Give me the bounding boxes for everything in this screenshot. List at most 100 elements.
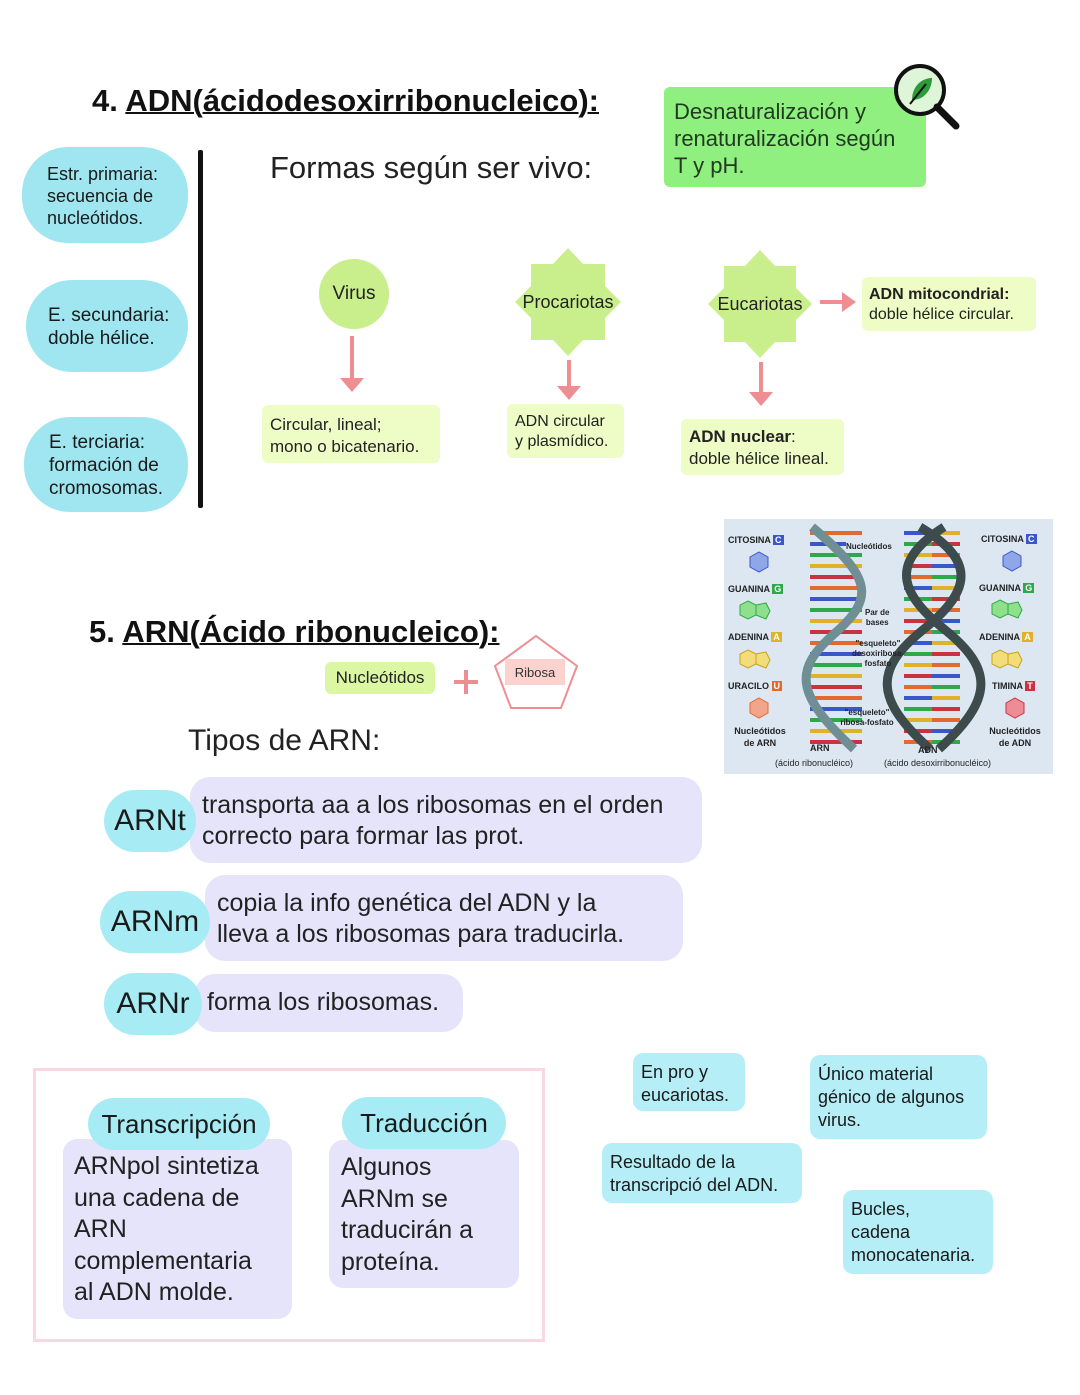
ribose-box: Ribosa	[505, 659, 565, 685]
cytosine-molecule-icon	[749, 551, 769, 573]
section-5-heading: 5. ARN(Ácido ribonucleico):	[89, 614, 500, 650]
structure-line: Estr. primaria:	[47, 164, 159, 184]
nucleotides-label: Nucleótidos	[846, 542, 892, 551]
deoxyribose-backbone-label: "esqueleto" desoxiribosa- fosfato	[844, 639, 912, 669]
desc-line: Circular, lineal;	[270, 415, 382, 434]
procariotas-description: ADN circular y plasmídico.	[507, 404, 624, 458]
note-pro-euk: En pro y eucariotas.	[633, 1053, 745, 1111]
body-line: ARN	[74, 1215, 127, 1243]
uracil-molecule-icon	[749, 697, 769, 719]
desc-line: mono o bicatenario.	[270, 437, 420, 456]
rna-type-row-arnm: copia la info genética del ADN y la llev…	[205, 875, 683, 961]
note-unico: Único material génico de algunos virus.	[810, 1055, 987, 1139]
nucleotides-box: Nucleótidos	[325, 662, 435, 694]
dna-nucleotides-label: Nucleótidos de ADN	[983, 725, 1047, 749]
thymine-molecule-icon	[1005, 697, 1025, 719]
rna-label: ARN	[810, 743, 830, 753]
label-line: "esqueleto"	[855, 639, 901, 648]
body-line: traducirán a	[341, 1216, 474, 1244]
plus-icon	[454, 670, 478, 694]
arnr-tag: ARNr	[104, 973, 202, 1035]
virus-node: Virus	[319, 259, 389, 329]
base-letter: U	[771, 681, 783, 691]
title-label: Transcripción	[101, 1108, 257, 1139]
base-letter: C	[773, 535, 784, 545]
note-line: Resultado de la	[610, 1152, 736, 1172]
note-resultado: Resultado de la transcripció del ADN.	[602, 1143, 802, 1203]
base-label-right: CITOSINA C	[981, 534, 1037, 544]
desc-line: copia la info genética del ADN y la	[217, 889, 597, 917]
body-line: ARNpol sintetiza	[74, 1152, 259, 1180]
label-line: de ARN	[743, 738, 777, 748]
nucleotides-label: Nucleótidos	[335, 668, 425, 687]
rna-type-row-arnr: forma los ribosomas.	[195, 974, 463, 1032]
translation-title: Traducción	[342, 1097, 506, 1149]
desc-line: ADN nuclear:	[689, 426, 844, 448]
base-letter: C	[1026, 534, 1037, 544]
dna-rna-diagram: CITOSINA C GUANINA G ADENINA A URACILO U…	[724, 519, 1053, 774]
base-name: CITOSINA	[981, 534, 1024, 544]
note-line: En pro y	[641, 1062, 709, 1082]
label-line: Nucleótidos	[734, 726, 786, 736]
nuclear-dna-description: ADN nuclear: doble hélice lineal.	[681, 419, 844, 475]
star-shape	[708, 250, 812, 358]
section-number: 4.	[92, 83, 118, 118]
magnifier-leaf-icon	[894, 64, 960, 130]
base-name: GUANINA	[979, 583, 1021, 593]
tag-label: ARNm	[110, 905, 200, 938]
structure-line: E. secundaria:	[48, 305, 170, 326]
note-line: Único material	[818, 1064, 934, 1084]
structure-line: nucleótidos.	[47, 208, 144, 228]
section-title: ADN(ácidodesoxirribonucleico):	[125, 83, 600, 118]
desc-bold: ADN mitocondrial:	[869, 286, 1010, 303]
note-line: T y pH.	[674, 153, 745, 178]
rna-full-name: (ácido ribonucléico)	[775, 758, 854, 768]
adenine-molecule-icon	[739, 649, 771, 669]
procariotas-node: Procariotas	[515, 248, 621, 356]
note-line: Desnaturalización y	[674, 99, 866, 124]
arrow-down	[557, 360, 581, 400]
transcription-box: ARNpol sintetiza una cadena de ARN compl…	[63, 1139, 292, 1319]
base-name: ADENINA	[728, 632, 769, 642]
rna-type-row-arnt: transporta aa a los ribosomas en el orde…	[190, 777, 702, 863]
body-line: ARNm se	[341, 1184, 448, 1213]
desc-line: y plasmídico.	[515, 433, 609, 450]
base-pair-label: Par de bases	[865, 608, 889, 628]
structure-line: secuencia de	[47, 186, 154, 206]
desc-line: ADN circular	[515, 413, 605, 430]
base-label-right: ADENINA A	[979, 632, 1033, 642]
translation-box: Algunos ARNm se traducirán a proteína.	[329, 1140, 519, 1288]
structure-line: E. terciaria:	[49, 432, 146, 453]
base-name: GUANINA	[728, 584, 770, 594]
tag-label: ARNt	[114, 804, 186, 837]
tertiary-structure: E. terciaria: formación de cromosomas.	[24, 417, 188, 512]
label-line: bases	[865, 618, 889, 627]
dna-label: ADN	[918, 745, 938, 755]
base-letter: A	[771, 632, 782, 642]
desc-line: transporta aa a los ribosomas en el orde…	[202, 791, 664, 819]
label-line: de ADN	[998, 738, 1032, 748]
eucariotas-node: Eucariotas	[708, 250, 812, 358]
note-line: monocatenaria.	[851, 1245, 976, 1265]
base-letter: G	[1023, 583, 1035, 593]
body-line: una cadena de	[74, 1183, 240, 1212]
base-label-left: GUANINA G	[728, 584, 784, 594]
label-line: "esqueleto"	[844, 708, 890, 717]
base-name: URACILO	[728, 681, 769, 691]
base-letter: A	[1022, 632, 1033, 642]
label-line: desoxiribosa-	[851, 649, 904, 658]
label-line: fosfato	[864, 659, 892, 668]
note-line: cadena	[851, 1222, 911, 1242]
desc-line: doble hélice lineal.	[689, 449, 829, 468]
procariotas-label: Procariotas	[522, 291, 614, 312]
section-title: ARN(Ácido ribonucleico):	[122, 614, 500, 649]
body-line: complementaria	[74, 1246, 252, 1275]
structure-line: doble hélice.	[48, 328, 155, 349]
title-label: Traducción	[360, 1107, 488, 1138]
base-letter: G	[772, 584, 784, 594]
section-4-heading: 4. ADN(ácidodesoxirribonucleico):	[92, 83, 599, 119]
forms-heading: Formas según ser vivo:	[270, 150, 593, 185]
guanine-molecule-icon	[991, 599, 1023, 619]
arnm-tag: ARNm	[100, 891, 210, 953]
secondary-structure: E. secundaria: doble hélice.	[26, 280, 188, 372]
